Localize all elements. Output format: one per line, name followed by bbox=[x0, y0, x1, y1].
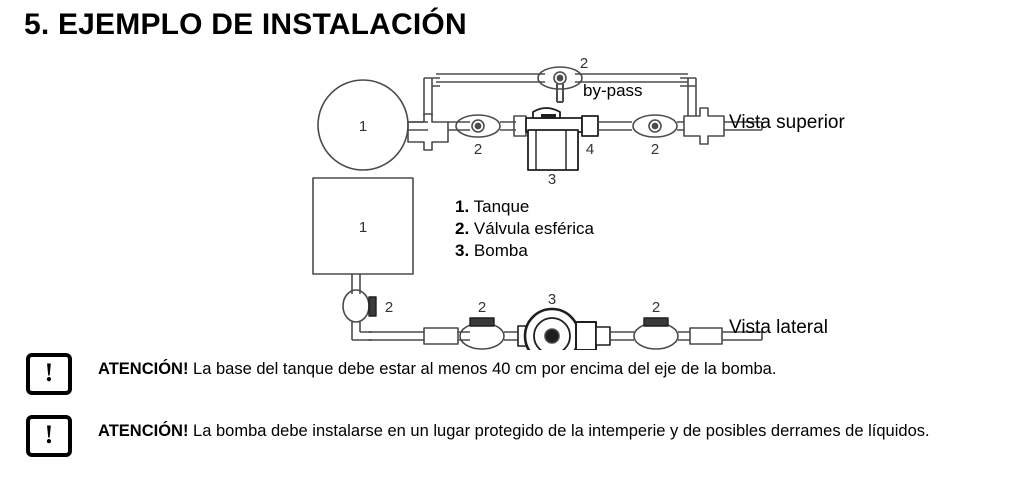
legend-item: 1. Tanque bbox=[455, 196, 594, 218]
legend-item-label: Bomba bbox=[473, 241, 528, 260]
attention-prefix: ATENCIÓN! bbox=[98, 360, 189, 378]
top-view-outlet-valve-body bbox=[632, 114, 678, 138]
side-view-inlet-valve-body bbox=[459, 322, 505, 350]
top-view-bypass-valve-center bbox=[556, 74, 564, 82]
top-view-right-tee bbox=[683, 107, 725, 145]
side-view-outlet-valve-body bbox=[633, 322, 679, 350]
top-view-inlet-valve-port bbox=[471, 119, 485, 133]
exclamation-glyph: ! bbox=[44, 358, 54, 387]
side-view-drop-pipe bbox=[351, 322, 361, 340]
callout-side-inlet-valve: 2 bbox=[478, 299, 486, 316]
callout-top-outlet-valve: 2 bbox=[651, 141, 659, 158]
side-view-group bbox=[312, 177, 763, 350]
top-view-outlet-pipe bbox=[724, 121, 763, 131]
top-view-bypass-valve-handle bbox=[556, 84, 564, 103]
view-label-top: Vista superior bbox=[729, 112, 845, 133]
side-view-pump-motor bbox=[575, 321, 597, 350]
top-view-inlet-valve-center bbox=[474, 122, 482, 130]
attention-notice-text: ATENCIÓN! La base del tanque debe estar … bbox=[98, 353, 776, 380]
callout-side-tank-valve: 2 bbox=[385, 299, 393, 316]
side-view-main-pipe-b bbox=[458, 331, 470, 341]
top-view-outlet-valve-center bbox=[651, 122, 659, 130]
side-view-tank-shape bbox=[312, 177, 414, 275]
side-view-main-pipe-a bbox=[368, 331, 424, 341]
view-label-side: Vista lateral bbox=[729, 317, 828, 338]
top-view-bypass-elbow-left bbox=[424, 77, 440, 87]
legend-item-number: 1. bbox=[455, 197, 470, 216]
legend-item-label: Tanque bbox=[473, 197, 530, 216]
top-view-main-pipe-c bbox=[598, 121, 632, 131]
attention-body: La base del tanque debe estar al menos 4… bbox=[193, 360, 777, 378]
legend-item: 3. Bomba bbox=[455, 240, 594, 262]
top-view-bypass-valve-port bbox=[553, 71, 567, 85]
callout-top-bypass-valve: 2 bbox=[580, 55, 588, 72]
exclamation-mark-icon: ! bbox=[26, 415, 72, 457]
top-view-bypass-pipe-right bbox=[575, 73, 688, 83]
top-view-fitting-4 bbox=[581, 115, 599, 137]
side-view-union-a bbox=[423, 327, 459, 345]
side-view-elbow bbox=[352, 331, 372, 341]
side-view-outlet-pipe bbox=[722, 331, 763, 341]
side-view-pump-group bbox=[523, 307, 597, 350]
attention-notice-text: ATENCIÓN! La bomba debe instalarse en un… bbox=[98, 415, 930, 442]
bypass-label: by-pass bbox=[583, 81, 643, 100]
attention-notice: ! ATENCIÓN! La bomba debe instalarse en … bbox=[26, 415, 1001, 457]
top-view-pump-ribs bbox=[535, 130, 567, 170]
side-view-outlet-valve-handle bbox=[643, 317, 669, 327]
top-view-union-left bbox=[513, 115, 527, 137]
top-view-bypass-riser-left bbox=[423, 78, 433, 116]
exclamation-mark-icon: ! bbox=[26, 353, 72, 395]
side-view-main-pipe-e bbox=[678, 331, 690, 341]
exclamation-glyph: ! bbox=[44, 420, 54, 449]
side-view-union-c bbox=[595, 326, 611, 346]
page-title: 5. EJEMPLO DE INSTALACIÓN bbox=[24, 8, 467, 41]
side-view-inlet-valve-handle bbox=[469, 317, 495, 327]
diagram-canvas: 1 2 2 2 3 4 1 2 2 3 2 by-pass bbox=[312, 55, 763, 350]
callout-top-fitting: 4 bbox=[586, 141, 594, 158]
legend-item-number: 2. bbox=[455, 219, 470, 238]
attention-notice: ! ATENCIÓN! La base del tanque debe esta… bbox=[26, 353, 1001, 395]
side-view-tank-valve-handle bbox=[368, 296, 377, 317]
top-view-left-tee bbox=[407, 113, 449, 151]
top-view-bypass-pipe-left bbox=[436, 73, 545, 83]
top-view-bypass-valve-body bbox=[537, 66, 583, 90]
top-view-tank-outlet-pipe bbox=[408, 121, 428, 131]
side-view-main-pipe-d bbox=[610, 331, 634, 341]
top-view-group bbox=[317, 66, 763, 171]
diagram-legend: 1. Tanque 2. Válvula esférica 3. Bomba bbox=[455, 196, 594, 262]
callout-top-tank: 1 bbox=[359, 118, 367, 135]
top-view-outlet-valve-port bbox=[648, 119, 662, 133]
top-view-bypass-riser-right bbox=[687, 78, 697, 116]
side-view-pump-shaft bbox=[544, 328, 560, 344]
diagram-callouts: 1 2 2 2 3 4 1 2 2 3 2 bbox=[359, 55, 660, 316]
side-view-union-d bbox=[689, 327, 723, 345]
top-view-pump-group bbox=[525, 107, 583, 171]
legend-item-label: Válvula esférica bbox=[473, 219, 594, 238]
legend-item: 2. Válvula esférica bbox=[455, 218, 594, 240]
installation-diagram: 1 2 2 2 3 4 1 2 2 3 2 by-pass bbox=[0, 50, 1021, 350]
legend-item-number: 3. bbox=[455, 241, 470, 260]
top-view-main-pipe-a bbox=[448, 121, 470, 131]
callout-top-inlet-valve: 2 bbox=[474, 141, 482, 158]
callout-side-pump: 3 bbox=[548, 291, 556, 308]
attention-prefix: ATENCIÓN! bbox=[98, 422, 189, 440]
attention-body: La bomba debe instalarse en un lugar pro… bbox=[193, 422, 930, 440]
callout-side-tank: 1 bbox=[359, 219, 367, 236]
top-view-inlet-valve-body bbox=[455, 114, 501, 138]
callout-top-pump: 3 bbox=[548, 171, 556, 188]
callout-side-outlet-valve: 2 bbox=[652, 299, 660, 316]
side-view-tank-valve-body bbox=[342, 289, 370, 323]
